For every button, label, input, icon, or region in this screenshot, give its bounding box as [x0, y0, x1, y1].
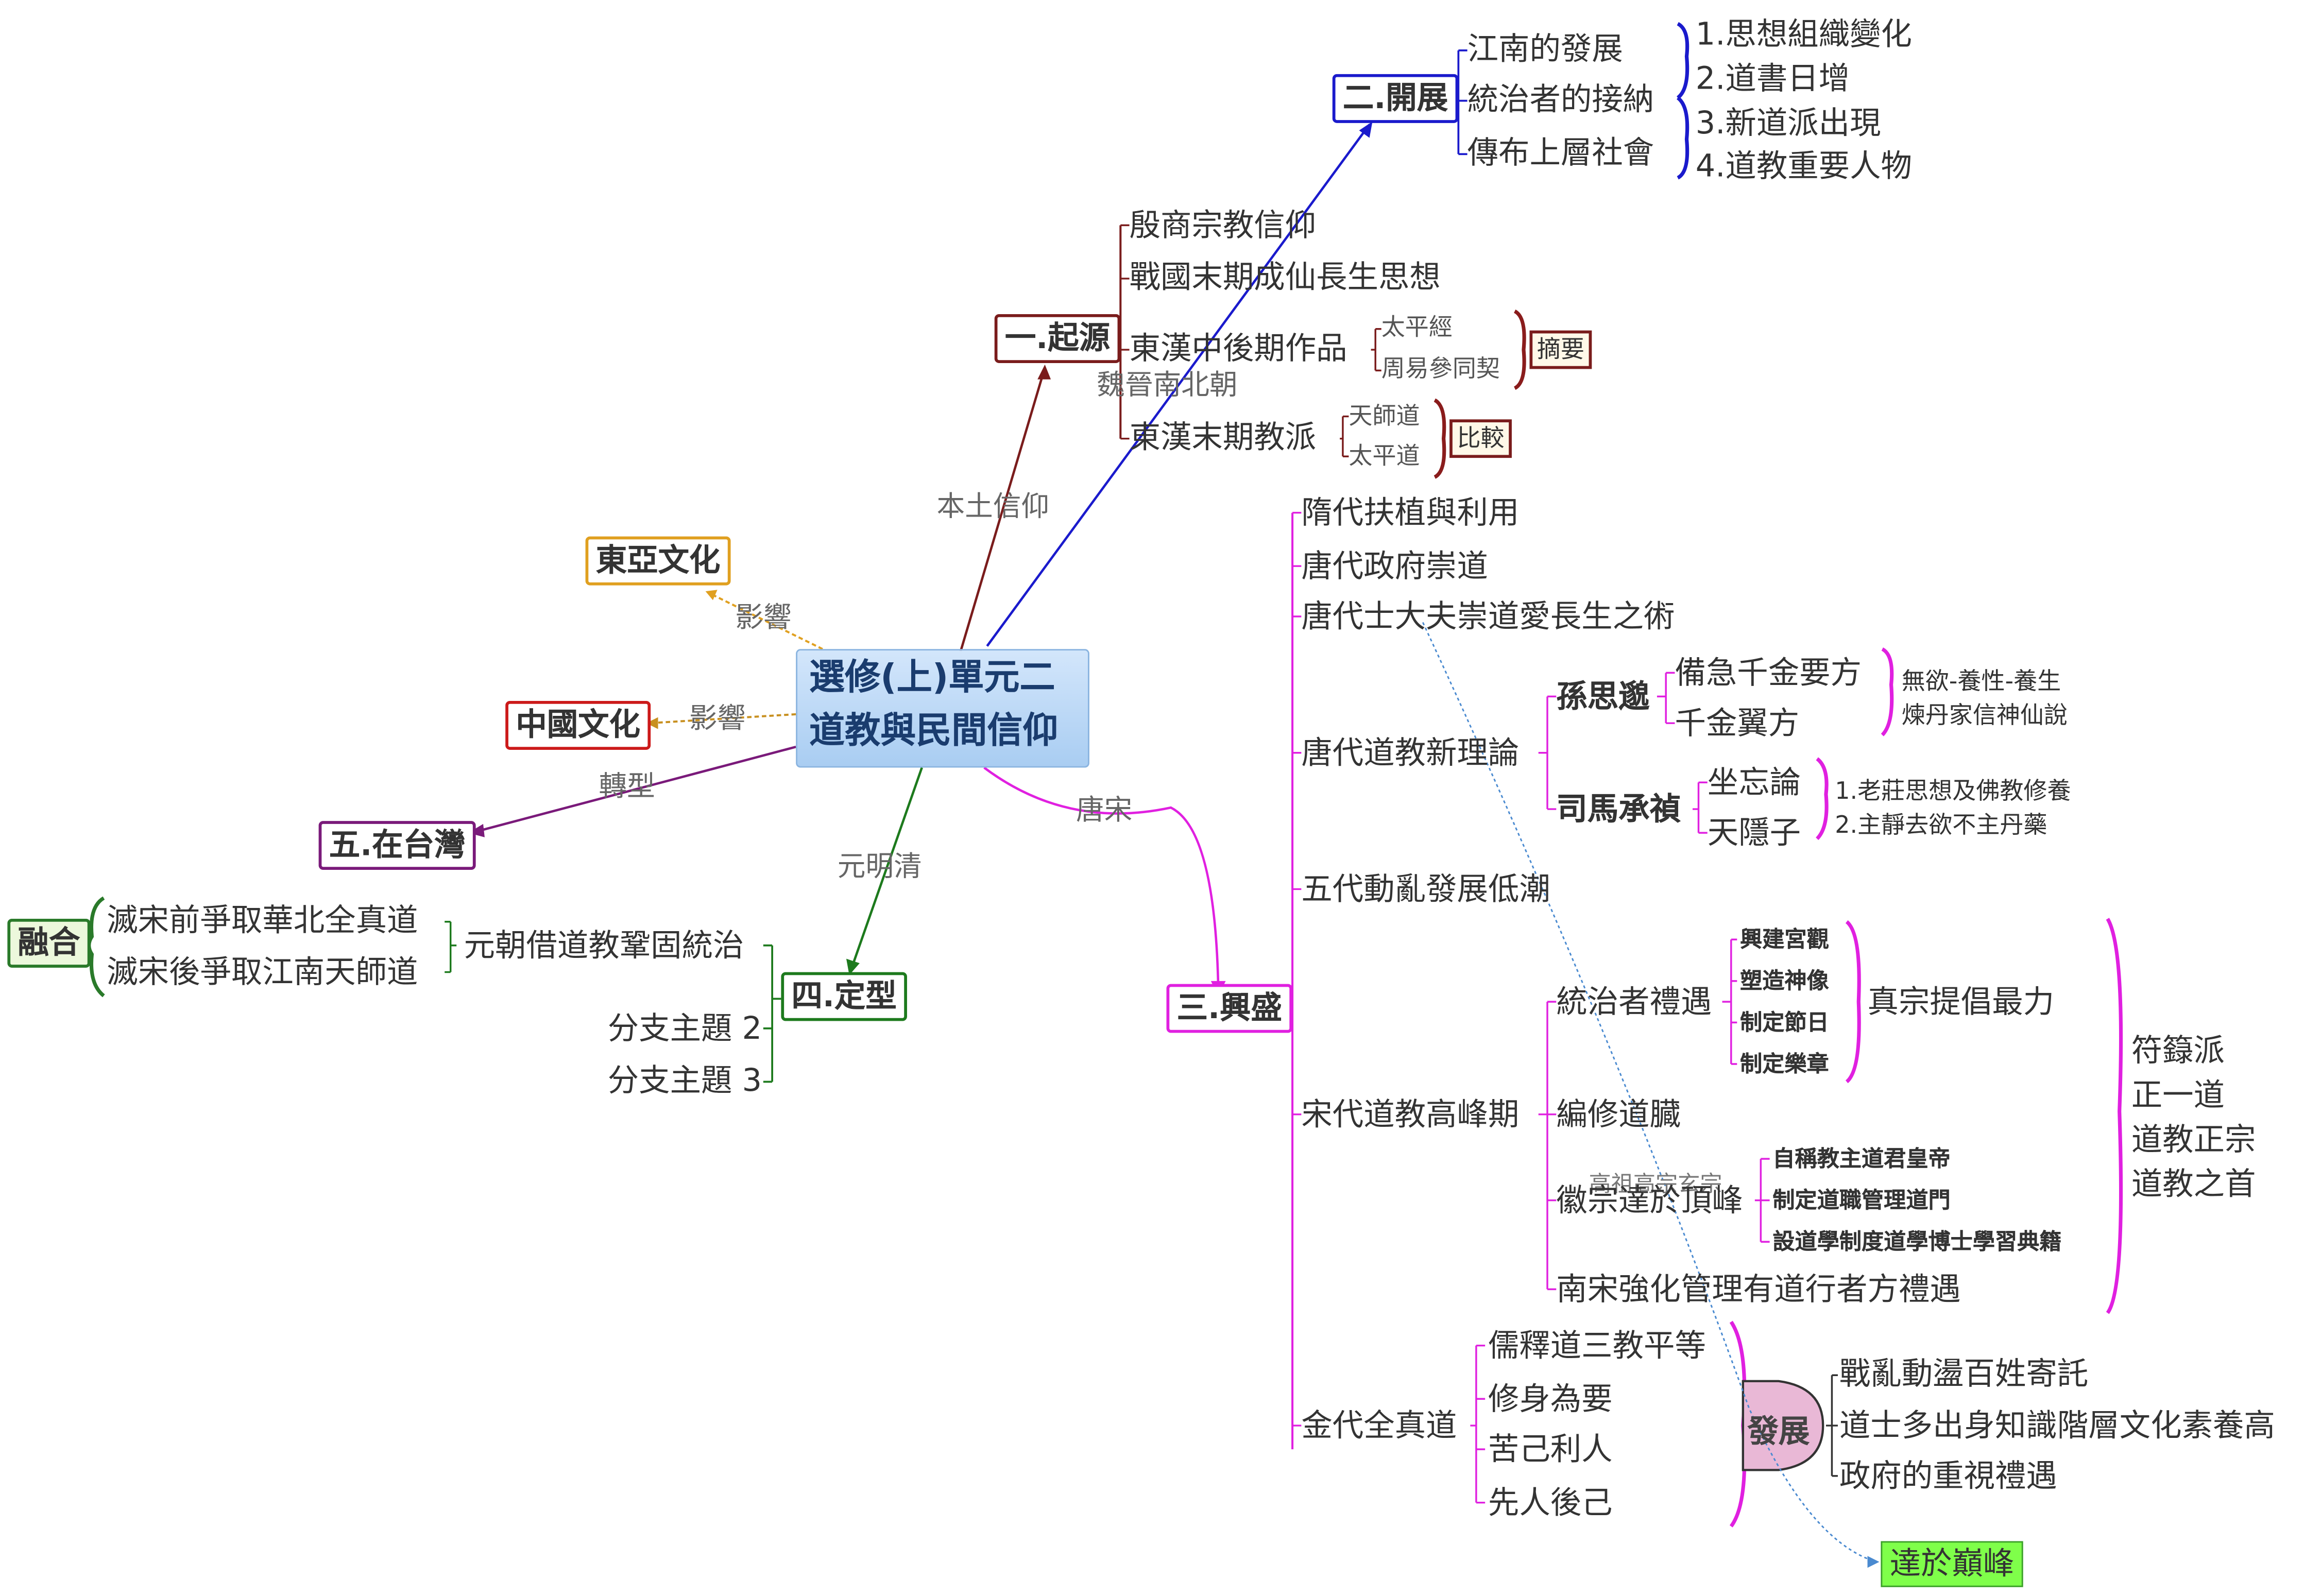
yuan-item[interactable]: 元朝借道教鞏固統治: [464, 928, 744, 964]
development-item[interactable]: 江南的發展: [1467, 31, 1623, 67]
prosperity-topic[interactable]: 三.興盛: [1166, 984, 1293, 1033]
ruler-item: 塑造神像: [1740, 967, 1829, 994]
compare-label[interactable]: 比較: [1449, 419, 1512, 457]
central-line1: 選修(上)單元二: [809, 656, 1055, 698]
develop-reason[interactable]: 戰亂動盪百姓寄託: [1839, 1355, 2089, 1392]
development-point: 4.道教重要人物: [1695, 148, 1912, 184]
origin-topic[interactable]: 一.起源: [994, 314, 1121, 364]
develop-reason[interactable]: 政府的重視禮遇: [1839, 1458, 2057, 1494]
fixed-topic[interactable]: 四.定型: [781, 972, 907, 1021]
song-sub[interactable]: 徽宗達於頂峰: [1556, 1182, 1743, 1219]
merge-label[interactable]: 融合: [7, 918, 91, 968]
sun-work[interactable]: 千金翼方: [1675, 705, 1800, 741]
relation-native: 本土信仰: [936, 490, 1050, 523]
prosperity-item[interactable]: 唐代道教新理論: [1301, 735, 1520, 771]
development-item[interactable]: 統治者的接納: [1467, 81, 1654, 117]
prosperity-item[interactable]: 唐代士大夫崇道愛長生之術: [1301, 598, 1675, 634]
origin-item[interactable]: 東漢中後期作品: [1129, 330, 1347, 366]
jin-item[interactable]: 苦己利人: [1488, 1431, 1613, 1467]
development-point: 2.道書日增: [1695, 60, 1850, 97]
relation-gaozu: 高祖高宗玄宗: [1589, 1171, 1722, 1197]
development-point: 3.新道派出現: [1695, 105, 1881, 141]
origin-item[interactable]: 戰國末期成仙長生思想: [1129, 259, 1441, 295]
sect-line: 正一道: [2131, 1077, 2225, 1113]
yuan-sub[interactable]: 滅宋前爭取華北全真道: [107, 902, 418, 938]
ruler-item: 制定樂章: [1740, 1051, 1829, 1077]
fixed-branch[interactable]: 分支主題 2: [607, 1010, 762, 1046]
jin-item[interactable]: 儒釋道三教平等: [1488, 1328, 1706, 1364]
sect-line: 道教之首: [2131, 1166, 2256, 1202]
huizong-item: 制定道職管理道門: [1772, 1187, 1951, 1214]
development-item[interactable]: 傳布上層社會: [1467, 134, 1654, 170]
china-culture-topic[interactable]: 中國文化: [505, 701, 651, 750]
ruler-summary: 真宗提倡最力: [1867, 984, 2055, 1020]
sun-simiao[interactable]: 孫思邈: [1556, 678, 1650, 714]
sima-chengzhen[interactable]: 司馬承禎: [1556, 791, 1681, 827]
jin-item[interactable]: 修身為要: [1488, 1381, 1613, 1417]
ruler-item: 興建宮觀: [1740, 926, 1829, 953]
sect-line: 符籙派: [2131, 1033, 2225, 1069]
develop-label[interactable]: 發展: [1747, 1414, 1810, 1450]
origin-item[interactable]: 東漢末期教派: [1129, 419, 1317, 455]
taiwan-topic[interactable]: 五.在台灣: [318, 821, 476, 870]
prosperity-item[interactable]: 五代動亂發展低潮: [1301, 871, 1550, 907]
peak-label[interactable]: 達於巔峰: [1881, 1541, 2023, 1587]
relation-weijin: 魏晉南北朝: [1097, 369, 1238, 402]
prosperity-item[interactable]: 唐代政府崇道: [1301, 548, 1488, 584]
song-sub[interactable]: 編修道臓: [1556, 1096, 1681, 1132]
song-sub[interactable]: 統治者禮遇: [1556, 984, 1712, 1020]
sima-note: 1.老莊思想及佛教修養: [1835, 776, 2071, 805]
prosperity-item[interactable]: 隋代扶植與利用: [1301, 495, 1520, 531]
jin-item[interactable]: 先人後己: [1488, 1485, 1613, 1521]
origin-sect[interactable]: 天師道: [1349, 401, 1420, 430]
sun-work[interactable]: 備急千金要方: [1675, 655, 1862, 691]
develop-reason[interactable]: 道士多出身知識階層文化素養高: [1839, 1408, 2275, 1444]
sun-note: 無欲-養性-養生: [1901, 666, 2061, 695]
sima-note: 2.主靜去欲不主丹藥: [1835, 810, 2047, 839]
development-point: 1.思想組織變化: [1695, 16, 1912, 52]
fixed-branch[interactable]: 分支主題 3: [607, 1062, 762, 1099]
central-topic[interactable]: 選修(上)單元二 道教與民間信仰: [796, 649, 1089, 768]
song-sub[interactable]: 南宋強化管理有道行者方禮遇: [1556, 1271, 1961, 1307]
relation-tangsong: 唐宋: [1076, 794, 1133, 827]
prosperity-item[interactable]: 金代全真道: [1301, 1408, 1457, 1444]
sun-note: 煉丹家信神仙說: [1901, 701, 2068, 729]
east-asia-topic[interactable]: 東亞文化: [585, 536, 731, 586]
origin-item[interactable]: 殷商宗教信仰: [1129, 207, 1317, 243]
huizong-item: 設道學制度道學博士學習典籍: [1772, 1228, 2062, 1256]
origin-sect[interactable]: 太平道: [1349, 441, 1420, 470]
ruler-item: 制定節日: [1740, 1009, 1829, 1036]
relation-influence-eastasia: 影響: [735, 602, 792, 634]
huizong-item: 自稱教主道君皇帝: [1772, 1145, 1951, 1173]
origin-work[interactable]: 太平經: [1381, 313, 1453, 341]
relation-transform: 轉型: [599, 770, 655, 803]
relation-influence-china: 影響: [689, 702, 746, 735]
development-topic[interactable]: 二.開展: [1332, 74, 1459, 124]
sima-work[interactable]: 坐忘論: [1707, 764, 1801, 800]
central-line2: 道教與民間信仰: [809, 710, 1059, 751]
prosperity-item[interactable]: 宋代道教高峰期: [1301, 1096, 1520, 1132]
summary-label[interactable]: 摘要: [1529, 330, 1592, 369]
relation-yuanmingqing: 元明清: [837, 850, 922, 883]
sect-line: 道教正宗: [2131, 1122, 2256, 1158]
yuan-sub[interactable]: 滅宋後爭取江南天師道: [107, 954, 418, 990]
origin-work[interactable]: 周易參同契: [1381, 354, 1500, 383]
sima-work[interactable]: 天隱子: [1707, 815, 1801, 851]
